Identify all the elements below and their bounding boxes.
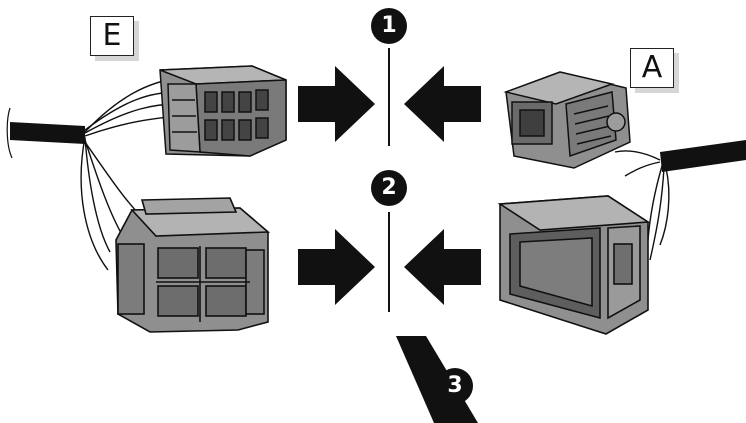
connector-label-e: E xyxy=(90,16,134,56)
left-cable xyxy=(10,122,85,144)
connector-a-bottom xyxy=(500,196,648,334)
arrow-right-icon xyxy=(298,229,375,305)
arrow-right-icon xyxy=(298,66,375,142)
connector-e-bottom xyxy=(116,198,268,332)
step-badge-3: 3 xyxy=(437,368,473,404)
arrow-left-icon xyxy=(404,229,481,305)
right-cable xyxy=(660,140,746,172)
step-badge-2: 2 xyxy=(371,170,407,206)
arrow-left-icon xyxy=(404,66,481,142)
connector-label-a: A xyxy=(630,48,674,88)
connector-a-top xyxy=(506,72,630,168)
step-badge-1: 1 xyxy=(371,8,407,44)
connector-e-top xyxy=(160,66,286,156)
